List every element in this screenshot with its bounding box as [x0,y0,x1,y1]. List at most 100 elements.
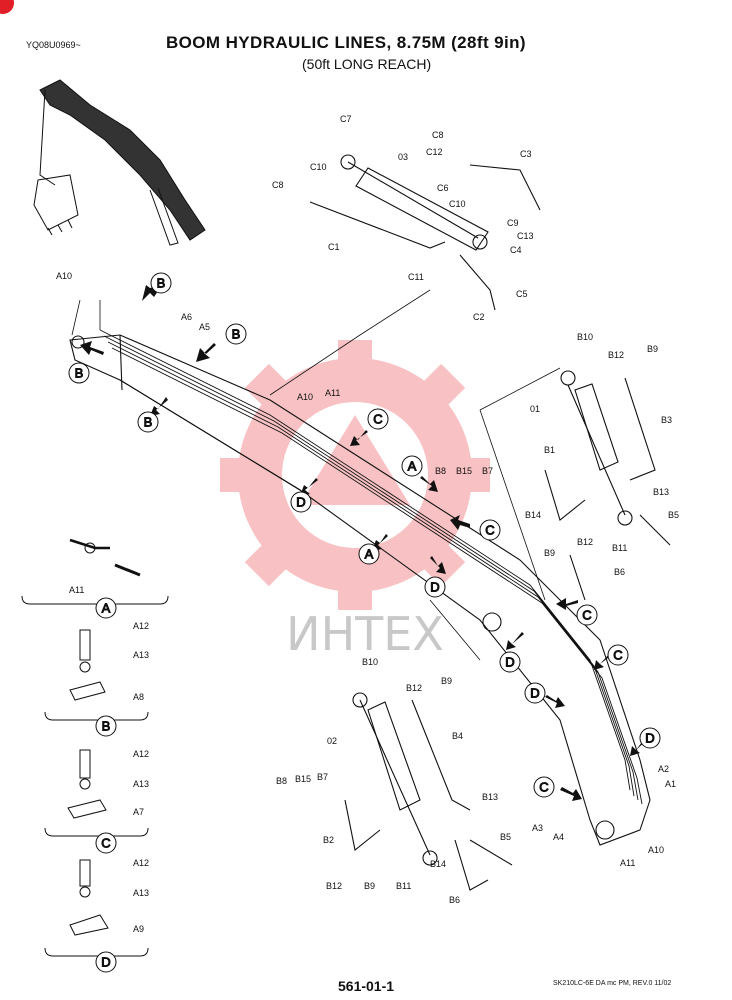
label-C12: C12 [426,147,443,157]
label-A10: A10 [297,392,313,402]
label-A1: A1 [665,779,676,789]
label-B6: B6 [449,895,460,905]
detail-callout-B: B [102,719,111,734]
callout-B: B [75,366,84,381]
label-B8: B8 [276,776,287,786]
callout-D: D [530,686,539,701]
label-A13: A13 [133,650,149,660]
callout-C: C [613,648,622,663]
label-A11: A11 [325,388,340,398]
label-A4: A4 [553,832,564,842]
page-number: 561-01-1 [338,978,395,994]
callout-C: C [582,608,591,623]
boom-cylinder-02 [344,612,513,891]
boom-cylinder-01 [544,370,671,601]
label-C5: C5 [516,289,528,299]
label-B3: B3 [661,415,672,425]
label-A13: A13 [133,779,149,789]
watermark-text: ИНТЕХ [286,607,444,661]
label-A11: A11 [620,858,635,868]
label-03: 03 [398,152,408,162]
label-C2: C2 [473,312,485,322]
callout-D: D [645,731,654,746]
label-A10: A10 [648,845,664,855]
label-B10: B10 [362,657,378,667]
callout-C: C [539,780,548,795]
label-B8: B8 [435,466,446,476]
callout-D: D [296,495,305,510]
page-title: BOOM HYDRAULIC LINES, 8.75M (28ft 9in) [166,33,526,52]
label-B4: B4 [452,731,463,741]
label-B12: B12 [577,537,593,547]
hydraulic-line-bundle [99,329,643,805]
arm-cylinder-03 [309,154,541,311]
label-A13: A13 [133,888,149,898]
label-A11: A11 [69,585,84,595]
label-B12: B12 [326,881,342,891]
label-B14: B14 [430,859,446,869]
label-A2: A2 [658,764,669,774]
callout-D: D [505,655,514,670]
label-B9: B9 [364,881,375,891]
callout-A: A [408,459,417,474]
callout-C: C [485,523,494,538]
label-B7: B7 [482,466,493,476]
corner-marker [0,0,14,14]
label-B7: B7 [317,772,328,782]
label-B1: B1 [544,445,555,455]
label-B12: B12 [608,350,624,360]
drawing-code: YQ08U0969~ [26,40,81,50]
part-labels: C7 C8 C12 C3 03 C10 C6 C8 C10 C9 C13 C1 … [56,114,679,934]
page-subtitle: (50ft LONG REACH) [302,56,432,72]
label-C11: C11 [408,272,424,282]
label-B11: B11 [612,543,627,553]
label-C4: C4 [510,245,522,255]
callout-A: A [365,547,374,562]
label-B10: B10 [577,332,593,342]
label-B5: B5 [668,510,679,520]
label-B13: B13 [482,792,498,802]
label-A6: A6 [181,312,192,322]
callout-D: D [430,580,439,595]
callout-circles: B B B B C A D C A D C C D D D C A B C D [68,272,661,973]
label-A12: A12 [133,858,149,868]
detail-callout-C: C [101,836,110,851]
watermark-gear-icon [220,340,490,610]
label-A5: A5 [199,322,210,332]
label-C1: C1 [328,242,340,252]
label-C10: C10 [449,199,466,209]
label-B9: B9 [441,676,452,686]
label-C8: C8 [432,130,444,140]
label-B15: B15 [295,774,311,784]
callout-B: B [144,415,153,430]
label-C3: C3 [520,149,532,159]
label-B13: B13 [653,487,669,497]
detail-callout-D: D [101,955,110,970]
label-B2: B2 [323,835,334,845]
label-01: 01 [530,404,540,414]
label-B12: B12 [406,683,422,693]
label-B6: B6 [614,567,625,577]
label-A10: A10 [56,271,72,281]
label-C10: C10 [310,162,327,172]
callout-B: B [232,327,241,342]
label-A9: A9 [133,924,144,934]
label-C9: C9 [507,218,519,228]
label-A7: A7 [133,807,144,817]
detail-views [21,538,169,957]
boom-structure [69,334,651,846]
label-A3: A3 [532,823,543,833]
label-B15: B15 [456,466,472,476]
direction-arrows [80,285,647,801]
callout-B: B [157,276,166,291]
label-C8: C8 [272,180,284,190]
label-B9: B9 [544,548,555,558]
label-B14: B14 [525,510,541,520]
document-reference: SK210LC-6E DA mc PM, REV.0 11/02 [553,980,672,987]
label-B11: B11 [396,881,411,891]
label-A12: A12 [133,621,149,631]
label-A8: A8 [133,692,144,702]
label-B9: B9 [647,344,658,354]
detail-callout-A: A [102,601,111,616]
